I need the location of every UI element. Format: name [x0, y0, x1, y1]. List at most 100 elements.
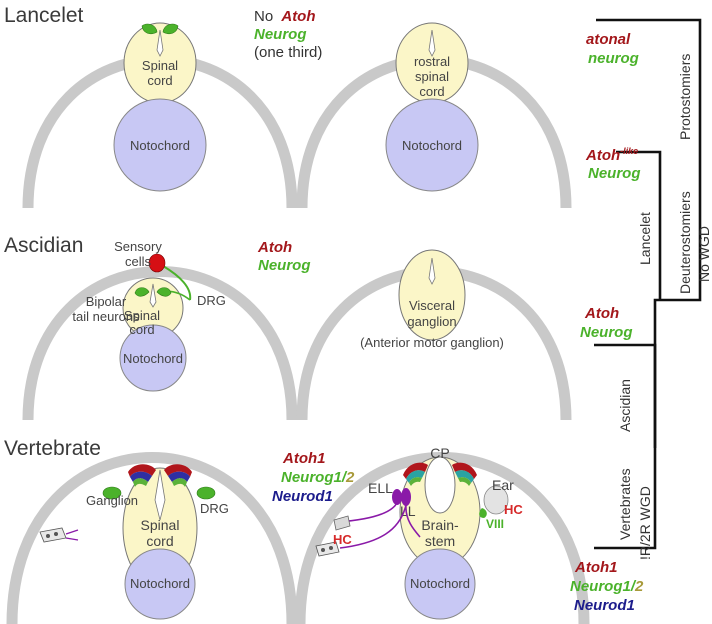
- vertebrate-hc-right-label: HC: [504, 502, 523, 517]
- ascidian-sensory-cell: [148, 253, 166, 273]
- vertebrate-cp-right-red: [452, 462, 477, 479]
- tree-deut-red: Atoh: [585, 147, 620, 164]
- vertebrate-ventricle: [424, 456, 456, 514]
- ascidian-visceral-ganglion: [398, 249, 466, 341]
- tree-vert-branch: [594, 448, 657, 550]
- ascidian-left-panel: Notochord Spinal cord Sensory cells Bipo…: [72, 239, 226, 392]
- arc-vertebrate-left: [6, 452, 298, 624]
- tree-proto-red: atonal: [586, 31, 631, 48]
- tree-vert-red: Atoh1: [574, 559, 618, 576]
- vertebrate-drg-label: DRG: [200, 501, 229, 516]
- ascidian-genes: Atoh Neurog: [257, 239, 311, 274]
- vertebrate-ganglion-left: [102, 486, 122, 500]
- ascidian-visceral-label-2: ganglion: [407, 314, 456, 329]
- tree-vert-olive: 2: [634, 578, 644, 595]
- vertebrate-genes: Atoh1 Neurog1/2 Neurod1: [272, 450, 355, 505]
- lancelet-right-panel: rostral spinal cord Notochord: [385, 22, 479, 192]
- ascidian-spinal-label-2: cord: [129, 322, 154, 337]
- ascidian-sensory-label-2: cells: [125, 254, 152, 269]
- ascidian-visceral-label-1: Visceral: [409, 298, 455, 313]
- ascidian-sensory-label-1: Sensory: [114, 239, 162, 254]
- lancelet-spinal-label-2: cord: [147, 73, 172, 88]
- ascidian-bipolar-label-2: tail neurons: [72, 309, 140, 324]
- row-title-lancelet: Lancelet: [4, 4, 84, 27]
- vertebrate-gene-blue: Neurod1: [272, 488, 333, 505]
- ascidian-spinal-label-1: Spinal: [124, 308, 160, 323]
- tree-label-vertebrates: Vertebrates: [617, 468, 633, 540]
- tree-asc-vert-join: [653, 298, 660, 448]
- lancelet-rostral-label-2: spinal: [415, 69, 449, 84]
- tree-deut-sup: -like: [620, 146, 638, 156]
- row-title-ascidian: Ascidian: [4, 234, 83, 257]
- lancelet-notochord: [113, 98, 207, 192]
- tree-vert-blue: Neurod1: [574, 597, 635, 614]
- vertebrate-domain-left-red: [128, 464, 156, 477]
- tree-proto-branch: [596, 18, 702, 118]
- vertebrate-right-panel: CP ELL LL Ear HC VIII Brain- stem Notoch…: [315, 445, 523, 620]
- tree-label-r2r-wgd: !R/2R WGD: [637, 486, 653, 560]
- vertebrate-left-panel: Ganglion DRG Spinal cord Notochord: [39, 464, 229, 620]
- tree-deut-green: Neurog: [588, 165, 641, 182]
- vertebrate-ear-ganglion: [479, 508, 487, 518]
- svg-text:No Atoh: No Atoh: [254, 8, 316, 25]
- svg-text:Neurog1/2: Neurog1/2: [570, 578, 644, 595]
- lancelet-note-fraction: (one third): [254, 44, 322, 61]
- lancelet-left-panel: Spinal cord Notochord: [113, 22, 207, 192]
- vertebrate-domain-right-red: [164, 464, 192, 477]
- ascidian-central-canal: [149, 283, 157, 308]
- vertebrate-cp-label: CP: [430, 445, 449, 461]
- tree-vert-green: Neurog1/: [570, 578, 637, 595]
- ascidian-notochord: [119, 324, 187, 392]
- vertebrate-cp-left-red: [403, 462, 428, 479]
- ascidian-visceral-label-3: (Anterior motor ganglion): [360, 335, 504, 350]
- vertebrate-ll-nerve-2: [339, 504, 407, 549]
- lancelet-rostral-label-1: rostral: [414, 54, 450, 69]
- vertebrate-notochord-label-2: Notochord: [410, 576, 470, 591]
- vertebrate-gene-green: Neurog1/: [281, 469, 348, 486]
- ascidian-neuron-left: [134, 287, 150, 297]
- tree-label-ascidian: Ascidian: [617, 379, 633, 432]
- vertebrate-ear-label: Ear: [492, 477, 514, 493]
- vertebrate-cp-right-teal: [455, 470, 474, 483]
- vertebrate-ell-ganglion: [392, 489, 402, 505]
- vertebrate-notochord: [124, 548, 196, 620]
- vertebrate-hc-left-label: HC: [333, 532, 352, 547]
- vertebrate-neuromasts-right-panel: [315, 515, 351, 557]
- ascidian-neuron-right: [156, 287, 172, 297]
- lancelet-central-canal: [156, 29, 164, 57]
- tree-label-protostomiers: Protostomiers: [677, 54, 693, 140]
- lancelet-note-gene-red: Atoh: [280, 8, 315, 25]
- tree-proto-green: neurog: [588, 50, 639, 67]
- tree-asc-green: Neurog: [580, 324, 633, 341]
- ascidian-visceral-canal: [428, 257, 436, 285]
- vertebrate-notochord-label: Notochord: [130, 576, 190, 591]
- vertebrate-ll-nerve-3: [405, 504, 421, 538]
- vertebrate-brain-label-1: Brain-: [421, 517, 459, 533]
- vertebrate-domain-right-blue: [168, 471, 190, 482]
- vertebrate-ell-label: ELL: [368, 480, 393, 496]
- ascidian-drg-label: DRG: [197, 293, 226, 308]
- ascidian-right-panel: Visceral ganglion (Anterior motor gangli…: [360, 249, 504, 350]
- vertebrate-cp-right-green: [458, 477, 471, 486]
- lancelet-rostral-label-3: cord: [419, 84, 444, 99]
- tree-deut-branch: [616, 150, 662, 300]
- lancelet-note-gene-green: Neurog: [254, 26, 307, 43]
- svg-text:Atoh-like: Atoh-like: [585, 146, 638, 164]
- vertebrate-neuromast-left: [39, 527, 79, 543]
- vertebrate-domain-right-green: [172, 478, 187, 487]
- vertebrate-ll-label: LL: [400, 503, 416, 519]
- vertebrate-spinal-label-2: cord: [146, 533, 173, 549]
- tree-label-lancelet: Lancelet: [637, 212, 653, 265]
- lancelet-notochord-2: [385, 98, 479, 192]
- ascidian-bipolar-label-1: Bipolar: [86, 294, 127, 309]
- ascidian-notochord-label: Notochord: [123, 351, 183, 366]
- tree-gene-labels: atonal neurog Atoh-like Neurog Atoh Neur…: [570, 31, 644, 614]
- vertebrate-ear: [483, 485, 509, 515]
- svg-text:Neurog1/2: Neurog1/2: [281, 469, 355, 486]
- vertebrate-gene-olive: 2: [345, 469, 355, 486]
- ascidian-sensory-axon: [162, 265, 192, 301]
- vertebrate-cp-left-green: [409, 477, 422, 486]
- vertebrate-viii-label: VIII: [486, 517, 504, 531]
- vertebrate-gene-red: Atoh1: [282, 450, 326, 467]
- lancelet-neuron-left: [141, 23, 158, 35]
